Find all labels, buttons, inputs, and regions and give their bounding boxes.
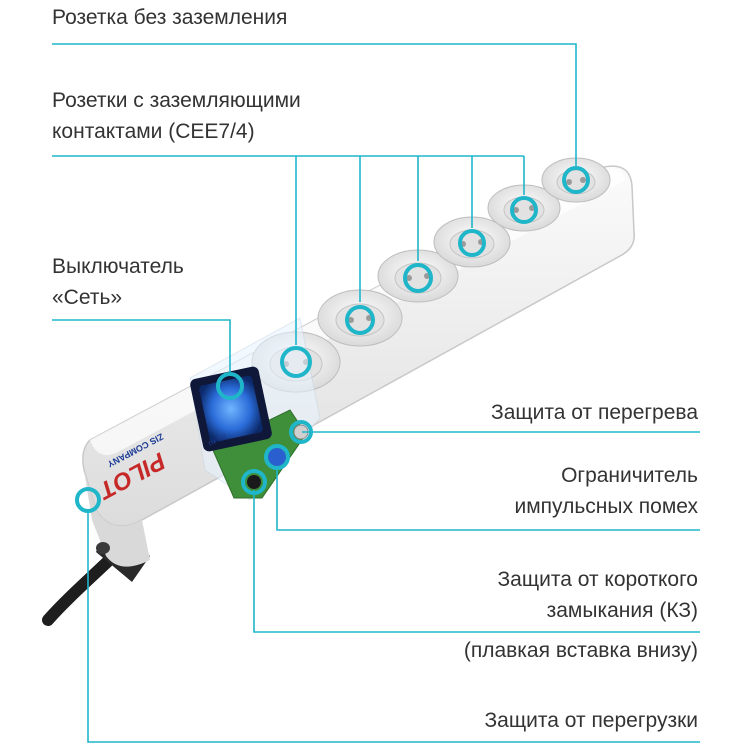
label-fuse-note: (плавкая вставка внизу) [463,639,698,662]
marker-ring [280,346,312,378]
leader-lines [52,43,700,743]
label-overheat: Защита от перегрева [491,401,698,424]
marker-ring [75,487,101,513]
marker-ring [403,263,433,293]
leader-short-circuit [253,490,700,633]
label-overload: Защита от перегрузки [484,709,699,732]
mount-hole [96,542,110,554]
label-surge-line2: импульсных помех [514,495,698,518]
varistor [268,448,286,466]
marker-ring [510,196,538,224]
label-short-circuit-line1: Защита от короткого [497,568,698,591]
label-short-circuit-line2: замыкания (КЗ) [546,599,698,622]
leader-overload [87,510,700,743]
leader-switch [52,319,231,372]
label-surge-line1: Ограничитель [561,464,698,487]
fuse [247,475,261,489]
marker-rings [75,166,590,513]
marker-ring [264,444,290,470]
label-ungrounded-socket: Розетка без заземления [52,6,288,29]
marker-ring [216,372,244,400]
label-grounded-sockets-line1: Розетки с заземляющими [52,89,301,112]
marker-ring [345,305,375,335]
leader-ungrounded [52,43,577,166]
label-switch-line1: Выключатель [52,255,184,278]
label-switch-line2: «Сеть» [52,286,123,309]
marker-ring [458,229,486,257]
leader-surge [276,466,700,531]
marker-ring [289,420,313,444]
marker-ring [241,469,267,495]
marker-ring [562,166,590,194]
label-grounded-sockets-line2: контактами (CEE7/4) [52,120,255,143]
